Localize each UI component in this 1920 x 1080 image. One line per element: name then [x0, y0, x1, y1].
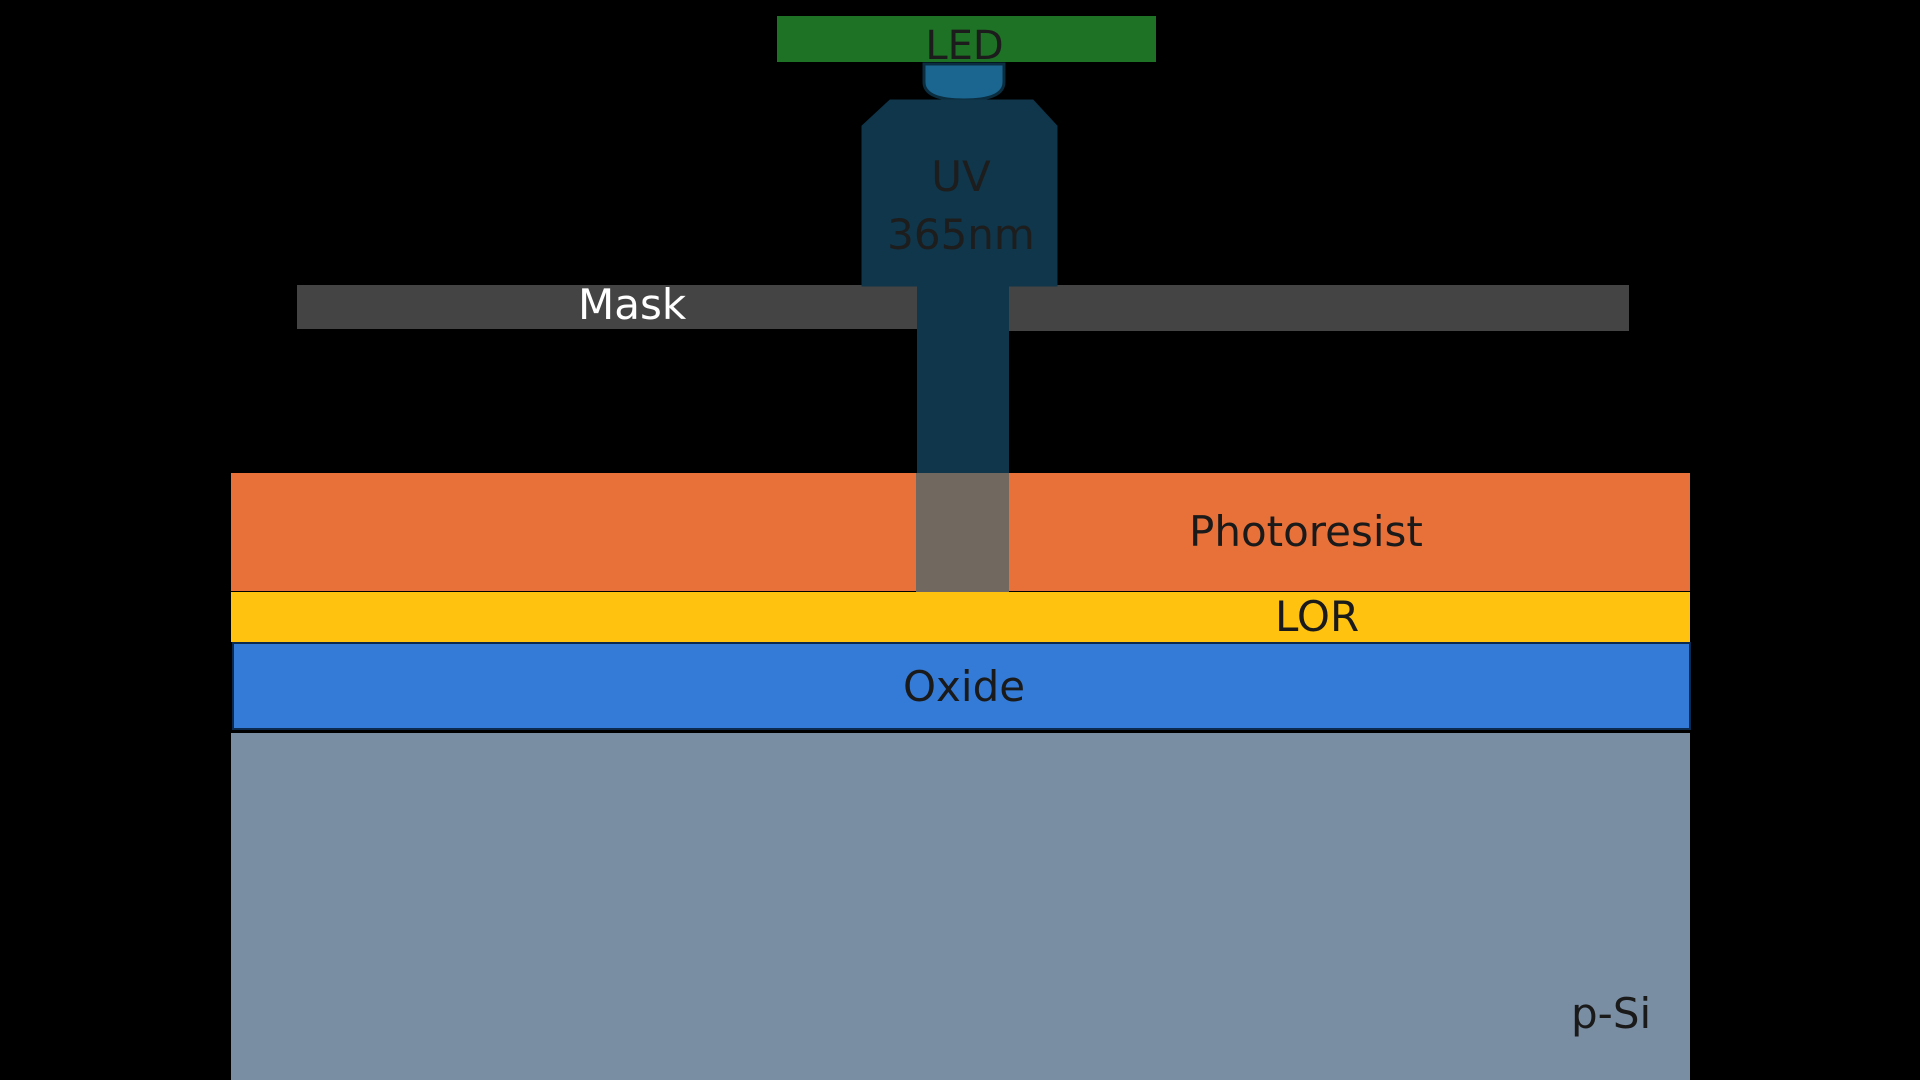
mask-label: Mask	[578, 280, 687, 329]
uv-wavelength-label: 365nm	[887, 210, 1035, 259]
photoresist-layer	[231, 473, 1690, 591]
lor-layer	[231, 592, 1690, 642]
uv-label: UV	[931, 152, 991, 201]
oxide-label: Oxide	[903, 662, 1026, 711]
lor-label: LOR	[1275, 592, 1360, 641]
p-si-label: p-Si	[1571, 989, 1652, 1038]
oxide-layer	[232, 642, 1691, 730]
uv-beam-column	[917, 286, 1009, 473]
led-block	[777, 16, 1156, 62]
photoresist-label: Photoresist	[1189, 507, 1423, 556]
p-si-substrate-layer	[231, 733, 1690, 1080]
mask-right-segment	[1007, 285, 1629, 331]
led-label: LED	[925, 23, 1004, 69]
mask-left-segment	[297, 285, 918, 329]
